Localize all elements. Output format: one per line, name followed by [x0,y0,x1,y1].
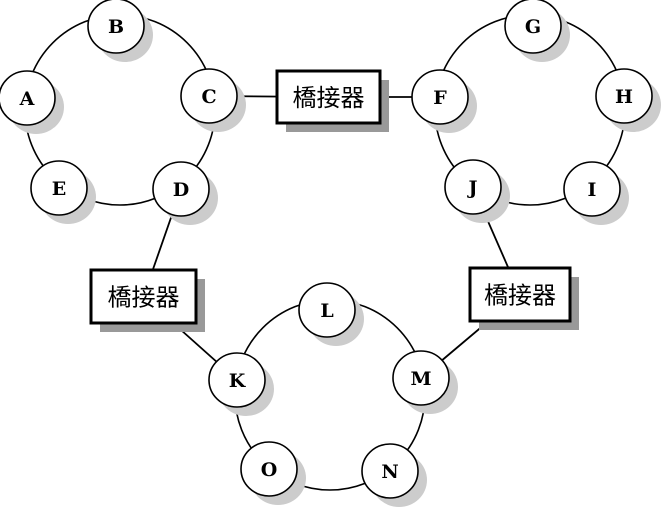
node-label: F [433,87,447,109]
node-circle [444,159,502,215]
node-c[interactable]: C [180,68,246,132]
node-e[interactable]: E [30,160,96,224]
bridge-label: 橋接器 [108,284,180,312]
node-label: N [381,461,398,483]
node-circle [240,441,298,497]
node-m[interactable]: M [392,350,458,414]
node-b[interactable]: B [87,0,153,62]
node-k[interactable]: K [208,352,274,416]
node-circle [392,350,450,406]
node-label: M [410,368,431,390]
bridge-box [275,69,382,125]
node-circle [180,68,238,124]
node-label: O [261,459,278,481]
node-label: I [588,179,597,201]
node-label: C [201,86,216,108]
bridge-left[interactable]: 橋接器 [89,268,205,332]
node-i[interactable]: I [563,161,629,225]
node-circle [361,443,419,499]
node-circle [87,0,145,54]
node-circle [152,161,210,217]
node-label: E [52,178,66,200]
node-circle [0,70,56,126]
node-h[interactable]: H [595,68,661,132]
node-a[interactable]: A [0,70,64,134]
node-f[interactable]: F [411,69,477,133]
bridge-label: 橋接器 [484,282,556,310]
node-l[interactable]: L [298,282,364,346]
node-circle [504,0,562,54]
node-j[interactable]: J [444,159,510,223]
node-circle [411,69,469,125]
node-label: B [108,16,124,38]
bridge-top[interactable]: 橋接器 [275,69,389,132]
node-circle [563,161,621,217]
node-label: G [525,16,541,38]
node-g[interactable]: G [504,0,570,62]
node-label: D [173,179,189,201]
bridge-right[interactable]: 橋接器 [468,266,579,330]
bridge-box [89,268,198,325]
node-circle [298,282,356,338]
node-circle [30,160,88,216]
node-d[interactable]: D [152,161,218,225]
node-label: L [320,300,333,322]
node-label: K [229,370,247,392]
node-circle [208,352,266,408]
node-label: A [19,88,35,110]
node-label: H [615,86,633,108]
bridge-label: 橋接器 [293,84,365,112]
bridge-box [468,266,572,323]
node-circle [595,68,653,124]
node-n[interactable]: N [361,443,427,507]
bridges-layer: 橋接器橋接器橋接器 [89,69,579,332]
node-o[interactable]: O [240,441,306,505]
node-label: J [467,177,478,199]
